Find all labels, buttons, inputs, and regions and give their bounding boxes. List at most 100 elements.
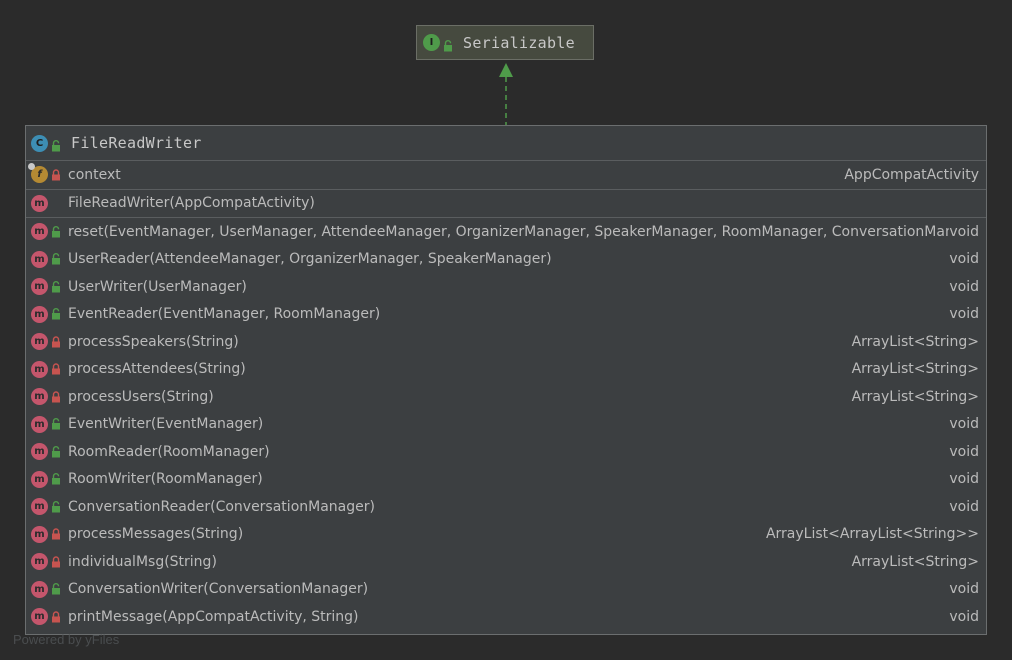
member-type: void (949, 581, 979, 598)
method-icon: m (31, 525, 48, 543)
member-name: EventReader(EventManager, RoomManager) (68, 306, 381, 323)
method-row[interactable]: m EventWriter(EventManager) void (26, 411, 986, 439)
private-lock-icon (51, 336, 61, 348)
interface-icon: I (423, 34, 440, 51)
method-row[interactable]: m processAttendees(String) ArrayList<Strin… (26, 356, 986, 384)
private-lock-icon (51, 363, 61, 375)
method-row[interactable]: m UserReader(AttendeeManager, OrganizerMa… (26, 246, 986, 274)
private-lock-icon (51, 391, 61, 403)
private-lock-icon (51, 556, 61, 568)
member-type: void (949, 471, 979, 488)
method-row[interactable]: m processUsers(String) ArrayList<String> (26, 383, 986, 411)
visibility-placeholder (51, 197, 61, 209)
public-lock-icon (51, 137, 61, 152)
method-icon: m (31, 278, 48, 296)
constructors-section: m FileReadWriter(AppCompatActivity) (26, 190, 986, 218)
method-icon: m (31, 580, 48, 598)
final-marker-icon (28, 163, 35, 171)
powered-by-label: Powered by yFiles (13, 632, 120, 647)
private-lock-icon (51, 528, 61, 540)
method-icon: m (31, 388, 48, 406)
method-icon: m (31, 553, 48, 571)
method-icon: m (31, 415, 48, 433)
public-lock-icon (51, 583, 61, 595)
method-icon: m (31, 470, 48, 488)
method-icon: m (31, 498, 48, 516)
member-name: FileReadWriter(AppCompatActivity) (68, 195, 315, 212)
member-type: void (949, 251, 979, 268)
member-type: void (949, 443, 979, 460)
member-name: UserReader(AttendeeManager, OrganizerMan… (68, 251, 552, 268)
member-type: void (949, 223, 979, 240)
public-lock-icon (51, 473, 61, 485)
method-icon: m (31, 250, 48, 268)
fields-section: f context AppCompatActivity (26, 161, 986, 190)
member-type: void (949, 498, 979, 515)
interface-name: Serializable (463, 33, 575, 52)
method-icon: m (31, 194, 48, 212)
arrow-head (499, 63, 513, 77)
method-icon: m (31, 608, 48, 626)
private-lock-icon (51, 169, 61, 181)
member-name: processSpeakers(String) (68, 333, 239, 350)
method-icon: m (31, 333, 48, 351)
method-icon: m (31, 443, 48, 461)
member-type: ArrayList<String> (851, 333, 979, 350)
member-name: printMessage(AppCompatActivity, String) (68, 608, 359, 625)
member-type: ArrayList<String> (851, 553, 979, 570)
member-type: ArrayList<String> (851, 388, 979, 405)
member-type: void (949, 608, 979, 625)
member-type: void (949, 306, 979, 323)
method-row[interactable]: m ConversationWriter(ConversationManager)… (26, 576, 986, 604)
member-name: ConversationReader(ConversationManager) (68, 498, 375, 515)
method-row[interactable]: m ConversationReader(ConversationManager)… (26, 493, 986, 521)
member-name: UserWriter(UserManager) (68, 278, 247, 295)
method-icon: m (31, 305, 48, 323)
public-lock-icon (51, 225, 61, 238)
method-row[interactable]: m processMessages(String) ArrayList<ArrayL… (26, 521, 986, 549)
interface-node-serializable[interactable]: I Serializable (416, 25, 594, 60)
member-name: RoomReader(RoomManager) (68, 443, 270, 460)
public-lock-icon (51, 280, 61, 293)
method-row[interactable]: m printMessage(AppCompatActivity, String)… (26, 603, 986, 631)
class-header: C FileReadWriter (26, 126, 986, 161)
member-name: processMessages(String) (68, 526, 244, 543)
member-name: individualMsg(String) (68, 553, 217, 570)
field-row-context[interactable]: f context AppCompatActivity (26, 161, 986, 189)
method-row[interactable]: m UserWriter(UserManager) void (26, 273, 986, 301)
public-lock-icon (51, 500, 61, 513)
member-name: processUsers(String) (68, 388, 214, 405)
class-icon: C (31, 134, 48, 152)
method-row[interactable]: m RoomWriter(RoomManager) void (26, 466, 986, 494)
member-name: context (68, 166, 121, 183)
method-row[interactable]: m processSpeakers(String) ArrayList<String… (26, 328, 986, 356)
implements-arrow (499, 63, 513, 125)
field-icon: f (28, 163, 48, 184)
class-node-filereadwriter[interactable]: C FileReadWriter f context AppCompatActivi… (25, 125, 987, 635)
method-icon: m (31, 360, 48, 378)
member-type: void (949, 278, 979, 295)
member-name: ConversationWriter(ConversationManager) (68, 581, 369, 598)
member-name: reset(EventManager, UserManager, Attende… (68, 223, 950, 240)
member-name: RoomWriter(RoomManager) (68, 471, 263, 488)
member-name: EventWriter(EventManager) (68, 416, 264, 433)
member-type: ArrayList<String> (851, 361, 979, 378)
public-lock-icon (51, 418, 61, 430)
method-row[interactable]: m RoomReader(RoomManager) void (26, 438, 986, 466)
method-row[interactable]: m individualMsg(String) ArrayList<String> (26, 548, 986, 576)
class-name: FileReadWriter (71, 134, 202, 152)
member-name: processAttendees(String) (68, 361, 246, 378)
member-type: AppCompatActivity (844, 166, 979, 183)
public-lock-icon (51, 445, 61, 458)
constructor-row[interactable]: m FileReadWriter(AppCompatActivity) (26, 190, 986, 218)
public-lock-icon (51, 308, 61, 320)
member-type: ArrayList<ArrayList<String>> (765, 526, 979, 543)
public-lock-icon (443, 37, 453, 51)
method-row[interactable]: m reset(EventManager, UserManager, Attend… (26, 218, 986, 246)
methods-section: m reset(EventManager, UserManager, Attend… (26, 218, 986, 631)
method-icon: m (31, 223, 48, 241)
method-row[interactable]: m EventReader(EventManager, RoomManager) v… (26, 301, 986, 329)
member-type: void (949, 416, 979, 433)
private-lock-icon (51, 611, 61, 623)
